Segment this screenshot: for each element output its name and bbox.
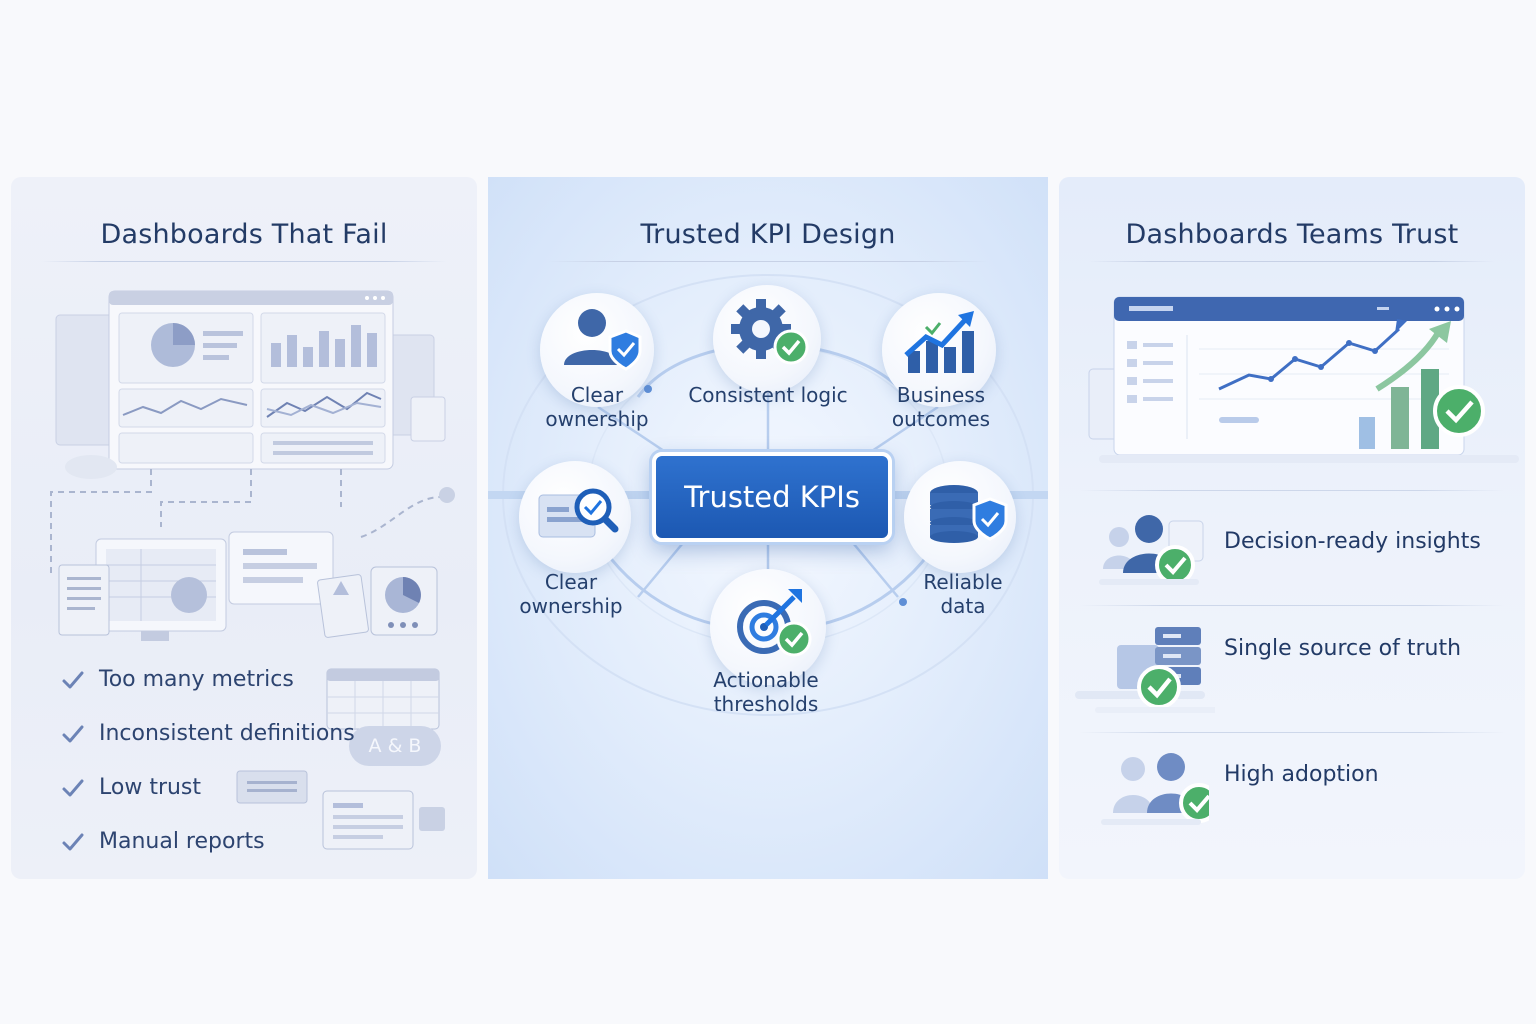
user-shield-icon [564, 309, 642, 371]
manual-reports-illustration [236, 770, 445, 850]
trusted-dashboard-illustration [1088, 296, 1519, 463]
gear-check-icon [731, 299, 809, 365]
panel-title: Dashboards That Fail [100, 219, 388, 250]
fail-item-inconsistent-definitions: Inconsistent definitions [61, 721, 355, 746]
kpi-node-consistent-logic [713, 285, 821, 393]
label-line: ownership [519, 594, 623, 618]
kpi-node-label: Clear ownership [517, 383, 677, 431]
check-icon [62, 833, 84, 850]
kpi-node-reliable-data [904, 461, 1016, 573]
check-icon [62, 671, 84, 688]
fail-item-low-trust: Low trust [61, 775, 201, 800]
kpi-node-label: Reliable data [883, 570, 1043, 618]
kpi-node-label: Actionable thresholds [686, 668, 846, 716]
ab-label: A & B [368, 735, 422, 757]
kpi-node-actionable-thresholds [710, 569, 826, 685]
database-check-icon [1075, 627, 1215, 713]
divider [548, 261, 988, 262]
label-line: outcomes [891, 407, 991, 431]
kpi-node-label: Clear ownership [491, 570, 651, 618]
benefit-decision-ready-insights: Decision-ready insights [1224, 529, 1481, 554]
check-icon [62, 725, 84, 742]
divider [1079, 732, 1505, 733]
panel-dashboards-teams-trust: Dashboards Teams Trust [1059, 177, 1525, 879]
failing-dashboards-illustration [50, 290, 455, 730]
document-search-icon [538, 488, 619, 538]
label-line: Business [896, 383, 986, 407]
label-line: ownership [545, 407, 649, 431]
ab-badge: A & B [349, 726, 441, 766]
target-check-icon [737, 589, 812, 657]
kpi-node-business-outcomes [882, 293, 996, 407]
label-line: Clear [544, 570, 598, 594]
benefit-high-adoption: High adoption [1224, 762, 1379, 787]
divider [1079, 490, 1505, 491]
fail-item-label: Manual reports [99, 829, 265, 854]
divider [41, 261, 447, 262]
panel-title: Dashboards Teams Trust [1125, 219, 1459, 250]
label-line: Actionable [713, 668, 819, 692]
users-check-icon [1101, 753, 1209, 825]
growth-chart-icon [904, 311, 974, 373]
panel-trusted-kpi-design: Trusted KPI Design Clear ownership [488, 177, 1048, 879]
benefit-single-source-of-truth: Single source of truth [1224, 636, 1462, 661]
panel-title: Trusted KPI Design [640, 219, 896, 250]
fail-item-label: Too many metrics [99, 667, 294, 692]
kpi-node-label: Consistent logic [688, 383, 848, 407]
label-line: Clear [570, 383, 624, 407]
divider [1089, 261, 1495, 262]
fail-item-label: Low trust [99, 775, 202, 800]
label-line: Consistent logic [688, 383, 848, 407]
kpi-node-clear-ownership-2 [519, 461, 631, 573]
panel-dashboards-that-fail: Dashboards That Fail [11, 177, 477, 879]
label-line: data [940, 594, 986, 618]
check-icon [62, 779, 84, 796]
hub-label: Trusted KPIs [684, 480, 860, 514]
fail-item-label: Inconsistent definitions [99, 721, 355, 746]
fail-item-manual-reports: Manual reports [61, 829, 265, 854]
kpi-node-label: Business outcomes [861, 383, 1021, 431]
fail-item-too-many-metrics: Too many metrics [61, 667, 294, 692]
divider [1079, 605, 1505, 606]
team-check-icon [1099, 515, 1204, 585]
label-line: Reliable [923, 570, 1003, 594]
kpi-node-clear-ownership [540, 293, 654, 407]
trusted-kpis-hub: Trusted KPIs [652, 452, 892, 542]
label-line: thresholds [713, 692, 819, 716]
database-shield-icon [930, 485, 1008, 543]
